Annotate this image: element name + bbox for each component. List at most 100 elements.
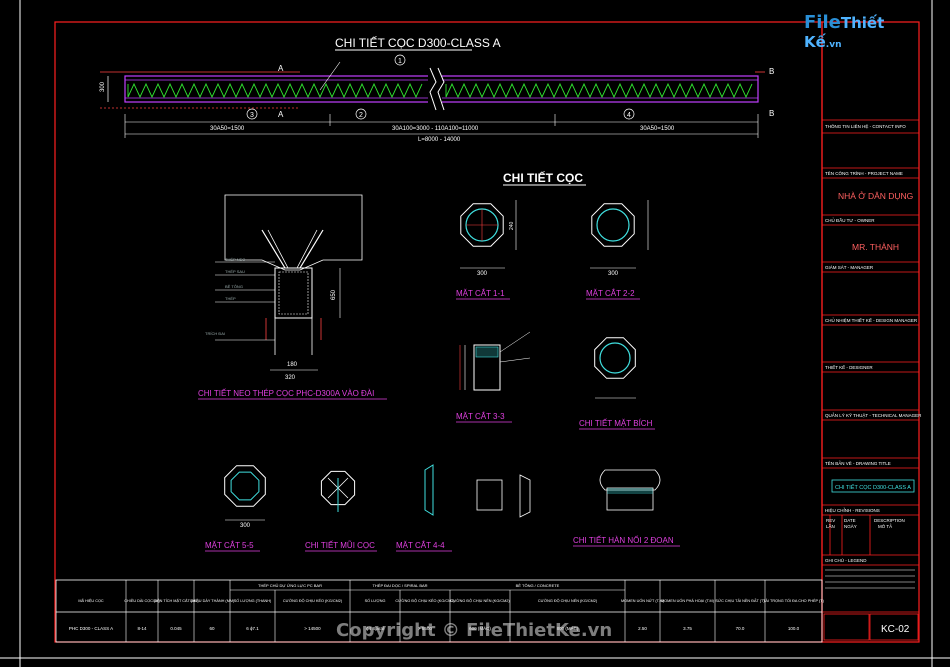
- project-name: NHÀ Ở DÂN DỤNG: [838, 190, 913, 201]
- section-5-5: 300 MẶT CẮT 5-5: [205, 465, 266, 552]
- table-header-cell: CHIỀU DÀI CỌC (M): [124, 598, 160, 603]
- svg-text:BÊ TÔNG: BÊ TÔNG: [225, 284, 243, 289]
- svg-text:B: B: [769, 109, 774, 118]
- svg-text:QUẢN LÝ KỸ THUẬT - TECHNICAL M: QUẢN LÝ KỸ THUẬT - TECHNICAL MANAGER: [825, 412, 922, 418]
- section-3-3: MẶT CẮT 3-3: [456, 331, 531, 423]
- svg-text:B: B: [769, 67, 774, 76]
- table-header-cell: MÃ HIỆU CỌC: [78, 598, 104, 603]
- svg-text:HIỆU CHỈNH - REVISIONS: HIỆU CHỈNH - REVISIONS: [825, 506, 880, 513]
- svg-text:300: 300: [608, 271, 619, 277]
- weld-detail: CHI TIẾT HÀN NỐI 2 ĐOẠN: [573, 469, 680, 547]
- svg-text:180: 180: [287, 362, 298, 368]
- svg-text:TÊN CÔNG TRÌNH - PROJECT NAME: TÊN CÔNG TRÌNH - PROJECT NAME: [825, 169, 903, 176]
- table-header-cell: SỐ LƯỢNG (THANH): [234, 598, 272, 603]
- sheet-number: KC-02: [881, 624, 910, 635]
- svg-text:LẦN: LẦN: [826, 523, 835, 529]
- svg-text:300: 300: [240, 523, 251, 529]
- table-group-header: THÉP ĐAI DỌC / SPIRAL BAR: [372, 583, 427, 588]
- cut-2-2-label: MẶT CẮT 2-2: [586, 289, 635, 298]
- svg-text:THÔNG TIN LIÊN HỆ - CONTACT IN: THÔNG TIN LIÊN HỆ - CONTACT INFO: [825, 122, 906, 129]
- cut-5-5-label: MẶT CẮT 5-5: [205, 541, 254, 550]
- table-cell: 0.045: [170, 626, 182, 631]
- pile-elevation: CHI TIẾT CỌC D300-CLASS A A A B B 300 1 …: [100, 35, 774, 143]
- table-cell: PHC D300 - CLASS A: [69, 626, 113, 631]
- svg-text:A: A: [278, 110, 284, 119]
- table-cell: 70.0: [736, 626, 745, 631]
- svg-text:30A50=1500: 30A50=1500: [640, 126, 675, 132]
- table-header-cell: CƯỜNG ĐỘ CHỊU NÉN (KG/CM2): [538, 598, 598, 603]
- svg-text:300: 300: [100, 81, 106, 92]
- svg-text:THÉP SAU: THÉP SAU: [225, 269, 245, 274]
- table-header-cell: CHIỀU DÀY THÀNH (MM): [190, 598, 235, 603]
- table-cell: 60: [209, 626, 215, 631]
- site-logo: FileThiết Kế.vn: [804, 12, 885, 51]
- table-cell: 100.0: [788, 626, 800, 631]
- table-cell: 800 (MÁC): [557, 625, 579, 631]
- cut-1-1-label: MẶT CẮT 1-1: [456, 289, 505, 298]
- tip-detail-label: CHI TIẾT MŨI CỌC: [305, 540, 375, 550]
- svg-text:L=8000 - 14000: L=8000 - 14000: [418, 137, 461, 143]
- spec-table: MÃ HIỆU CỌC CHIỀU DÀI CỌC (M)DIỆN TÍCH MẶ…: [55, 579, 825, 643]
- section-2-2: 300 MẶT CẮT 2-2: [586, 200, 649, 300]
- table-header-cell: MOMEN UỐN NỨT (T.M): [621, 598, 665, 603]
- svg-text:30A100=3000 - 110A100=11000: 30A100=3000 - 110A100=11000: [392, 126, 479, 132]
- section-title: CHI TIẾT CỌC: [503, 170, 583, 185]
- svg-text:A: A: [278, 64, 284, 73]
- svg-text:DATE: DATE: [844, 518, 856, 523]
- svg-text:4: 4: [627, 112, 631, 119]
- flange-detail-label: CHI TIẾT MẶT BÍCH: [579, 418, 653, 428]
- anchor-detail-label: CHI TIẾT NEO THÉP CỌC PHC-D300A VÀO ĐÀI: [198, 388, 374, 398]
- svg-text:THÉP NEO: THÉP NEO: [225, 257, 245, 262]
- svg-text:THÉP: THÉP: [225, 296, 236, 301]
- table-header-cell: CƯỜNG ĐỘ CHỊU KÉO (KG/CM2): [283, 598, 343, 603]
- drawing-title: CHI TIẾT CỌC D300-CLASS A: [835, 484, 911, 491]
- svg-text:NGÀY: NGÀY: [844, 523, 857, 529]
- svg-text:DESCRIPTION: DESCRIPTION: [874, 518, 905, 523]
- cut-4-4-label: MẶT CẮT 4-4: [396, 541, 445, 550]
- title-block: [822, 119, 919, 613]
- svg-text:TÊN BẢN VẼ - DRAWING TITLE: TÊN BẢN VẼ - DRAWING TITLE: [825, 459, 891, 466]
- svg-text:CHỦ NHIỆM THIẾT KẾ - DESIGN MA: CHỦ NHIỆM THIẾT KẾ - DESIGN MANAGER: [825, 316, 918, 323]
- table-header-cell: SỐ LƯỢNG: [365, 598, 386, 603]
- svg-text:240: 240: [509, 221, 515, 230]
- svg-text:300: 300: [477, 271, 488, 277]
- table-cell: > 5500: [418, 626, 432, 631]
- svg-text:MÔ TẢ: MÔ TẢ: [878, 523, 892, 529]
- table-header-cell: MOMEN UỐN PHÁ HOẠI (T.M): [661, 598, 715, 603]
- svg-text:GIÁM SÁT - MANAGER: GIÁM SÁT - MANAGER: [825, 264, 874, 270]
- table-cell: 3.75: [683, 626, 692, 631]
- table-cell: 8-14: [137, 626, 147, 631]
- table-header-cell: TẢI TRỌNG TỐI ĐA CHO PHÉP (T): [763, 598, 824, 603]
- svg-text:CHỦ ĐẦU TƯ - OWNER: CHỦ ĐẦU TƯ - OWNER: [825, 217, 875, 223]
- svg-text:THIẾT KẾ - DESIGNER: THIẾT KẾ - DESIGNER: [825, 364, 873, 370]
- svg-text:1: 1: [398, 58, 402, 65]
- table-header-cell: DIỆN TÍCH MẶT CẮT (M2): [153, 598, 199, 603]
- table-cell: > 14500: [304, 626, 321, 631]
- cut-3-3-label: MẶT CẮT 3-3: [456, 412, 505, 421]
- table-cell: 2.50: [638, 626, 647, 631]
- table-group-header: BÊ TÔNG / CONCRETE: [516, 583, 560, 588]
- table-header-cell: CƯỜNG ĐỘ CHỊU NÉN (KG/CM2): [450, 598, 510, 603]
- tip-detail: CHI TIẾT MŨI CỌC: [305, 470, 377, 552]
- flange-detail: CHI TIẾT MẶT BÍCH: [579, 337, 655, 430]
- pile-elevation-title: CHI TIẾT CỌC D300-CLASS A: [335, 35, 501, 50]
- table-cell: 6 ϕ7.1: [246, 626, 259, 631]
- svg-text:TRÍCH ĐAI: TRÍCH ĐAI: [205, 331, 225, 336]
- svg-text:3: 3: [250, 112, 254, 119]
- svg-text:REV: REV: [826, 518, 835, 523]
- svg-text:650: 650: [331, 289, 337, 300]
- owner-name: MR. THÀNH: [852, 242, 899, 252]
- section-1-1: 300 240 MẶT CẮT 1-1: [456, 200, 517, 300]
- table-cell: 600 (MÁC): [469, 625, 491, 631]
- weld-detail-label: CHI TIẾT HÀN NỐI 2 ĐOẠN: [573, 535, 674, 545]
- table-header-cell: CƯỜNG ĐỘ CHỊU KÉO (KG/CM2): [395, 598, 455, 603]
- table-group-header: THÉP CHỦ DỰ ỨNG LỰC PC BAR: [258, 583, 322, 588]
- svg-text:30A50=1500: 30A50=1500: [210, 126, 245, 132]
- table-header-cell: SỨC CHỊU TẢI NỀN ĐẤT (T): [715, 598, 765, 603]
- copyright-watermark: Copyright © FileThietKe.vn: [336, 620, 613, 641]
- svg-text:GHI CHÚ - LEGEND: GHI CHÚ - LEGEND: [825, 557, 867, 563]
- table-cell: ϕ4 Spiral: [366, 626, 384, 631]
